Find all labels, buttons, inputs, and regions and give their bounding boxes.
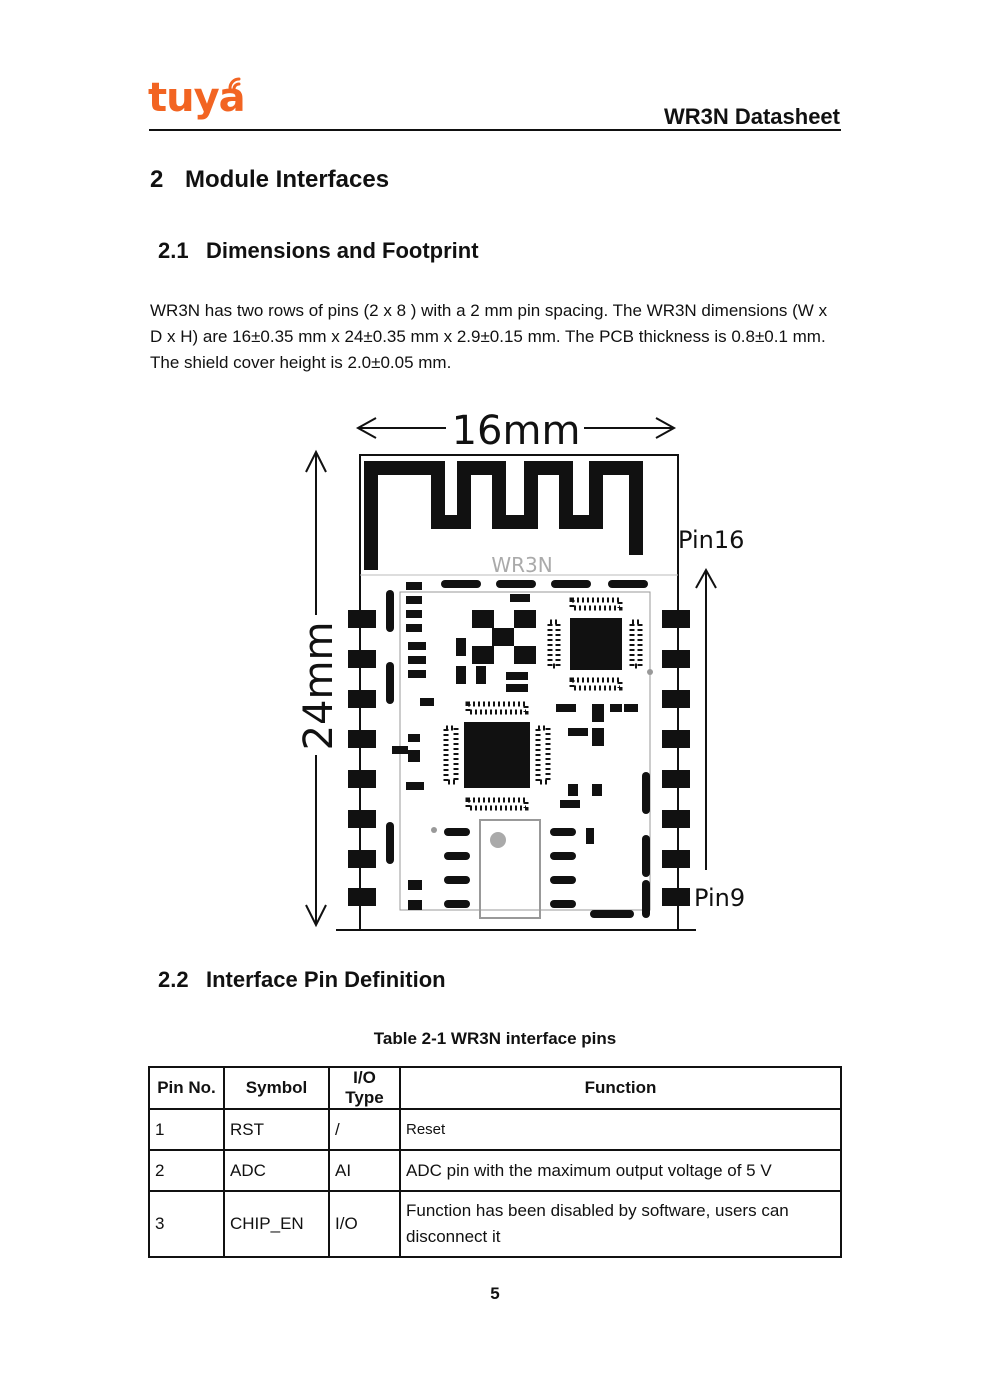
table-caption: Table 2-1 WR3N interface pins <box>373 1029 617 1048</box>
cell-symbol: ADC <box>223 1149 330 1192</box>
pin9-label: Pin9 <box>694 884 745 912</box>
width-dimension-label: 16mm <box>452 410 581 454</box>
cell-function: Function has been disabled by software, … <box>399 1190 842 1258</box>
section-heading: 2 Module Interfaces <box>150 166 389 194</box>
subsection-number: 2.2 <box>158 967 189 992</box>
cell-io-type: AI <box>328 1149 401 1192</box>
cell-io-type: / <box>328 1108 401 1151</box>
subsection-heading-pins: 2.2 Interface Pin Definition <box>158 967 446 993</box>
column-header-symbol: Symbol <box>223 1066 330 1110</box>
cell-pin-no: 1 <box>148 1108 225 1151</box>
cell-symbol: CHIP_EN <box>223 1190 330 1258</box>
tuya-logo: tuya <box>148 77 246 134</box>
cell-symbol: RST <box>223 1108 330 1151</box>
table-row: 3 CHIP_EN I/O Function has been disabled… <box>148 1190 842 1258</box>
cell-io-type: I/O <box>328 1190 401 1258</box>
column-header-io-type: I/O Type <box>328 1066 401 1110</box>
column-header-pin-no: Pin No. <box>148 1066 225 1110</box>
cell-function: Reset <box>399 1108 842 1151</box>
subsection-title: Interface Pin Definition <box>206 967 446 992</box>
section-title: Module Interfaces <box>185 166 390 193</box>
height-dimension-label: 24mm <box>296 622 342 751</box>
subsection-heading-dimensions: 2.1 Dimensions and Footprint <box>158 238 479 264</box>
subsection-title: Dimensions and Footprint <box>206 238 479 263</box>
pin-definition-table: Pin No. Symbol I/O Type Function 1 RST /… <box>148 1066 842 1258</box>
document-title: WR3N Datasheet <box>663 104 840 129</box>
cell-function: ADC pin with the maximum output voltage … <box>399 1149 842 1192</box>
module-dimension-diagram: 16mm 24mm WR3N Pin16 Pin9 <box>296 410 745 931</box>
cell-pin-no: 2 <box>148 1149 225 1192</box>
table-row: 1 RST / Reset <box>148 1108 842 1151</box>
section-number: 2 <box>150 166 164 193</box>
table-row: 2 ADC AI ADC pin with the maximum output… <box>148 1149 842 1192</box>
wifi-icon <box>228 77 241 91</box>
column-header-function: Function <box>399 1066 842 1110</box>
dimensions-paragraph: WR3N has two rows of pins (2 x 8 ) with … <box>150 301 828 372</box>
cell-pin-no: 3 <box>148 1190 225 1258</box>
subsection-number: 2.1 <box>158 238 189 263</box>
pin16-label: Pin16 <box>678 526 744 554</box>
module-silkscreen-label: WR3N <box>491 553 552 577</box>
table-header-row: Pin No. Symbol I/O Type Function <box>148 1066 842 1110</box>
page-number: 5 <box>490 1284 500 1303</box>
header-divider <box>149 129 841 131</box>
